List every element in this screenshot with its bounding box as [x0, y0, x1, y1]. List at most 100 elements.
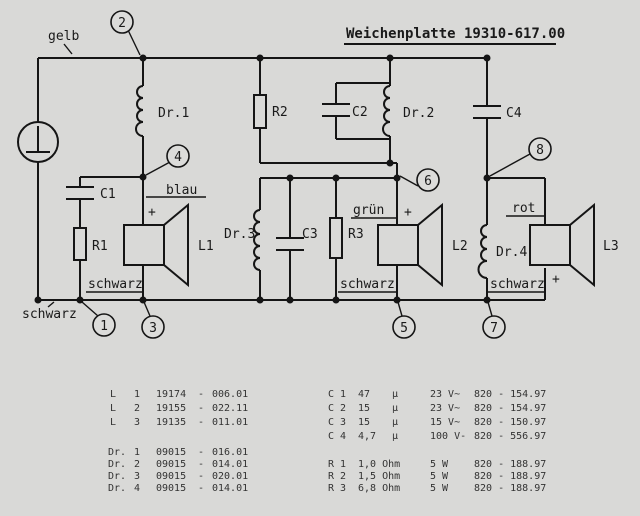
svg-text:-: - — [198, 471, 204, 482]
svg-text:820 - 188.97: 820 - 188.97 — [474, 483, 546, 494]
wire-label-gelb-pointer — [63, 43, 73, 55]
svg-text:-: - — [198, 389, 204, 400]
wire-label-schwarz-input: schwarz — [22, 307, 77, 322]
list-item: Dr. 2 09015 - 014.01 — [108, 459, 248, 470]
node-marker-2: 2 — [110, 10, 141, 56]
inductor-dr2 — [382, 85, 391, 137]
resistor-r2 — [253, 94, 267, 129]
label-dr1: Dr.1 — [158, 106, 189, 121]
svg-text:-: - — [198, 403, 204, 414]
node-marker-6: 6 — [399, 168, 440, 192]
wire-label-schwarz-input-pointer — [47, 301, 55, 308]
svg-text:1: 1 — [134, 447, 140, 458]
polarity-l1: + — [148, 205, 156, 220]
svg-text:µ: µ — [392, 417, 398, 428]
wire-label-gelb: gelb — [48, 29, 79, 44]
svg-text:020.01: 020.01 — [212, 471, 248, 482]
list-item: R 2 1,5 Ohm 5 W 820 - 188.97 — [328, 471, 546, 482]
svg-text:23 V~: 23 V~ — [430, 403, 460, 414]
svg-text:3: 3 — [134, 471, 140, 482]
svg-text:1: 1 — [100, 319, 108, 334]
svg-text:6,8 Ohm: 6,8 Ohm — [358, 483, 400, 494]
capacitor-c1 — [66, 186, 94, 200]
parts-list: L 1 19174 - 006.01 L 2 19155 - 022.11 L … — [108, 389, 546, 494]
svg-text:820 - 188.97: 820 - 188.97 — [474, 459, 546, 470]
svg-text:820 - 188.97: 820 - 188.97 — [474, 471, 546, 482]
svg-text:µ: µ — [392, 403, 398, 414]
svg-text:19174: 19174 — [156, 389, 186, 400]
label-c1: C1 — [100, 187, 116, 202]
svg-text:23 V~: 23 V~ — [430, 389, 460, 400]
svg-text:5: 5 — [400, 321, 408, 336]
svg-text:8: 8 — [536, 143, 544, 158]
svg-text:L: L — [110, 389, 116, 400]
svg-text:µ: µ — [392, 389, 398, 400]
svg-text:-: - — [198, 483, 204, 494]
capacitor-c2 — [322, 103, 350, 117]
svg-text:2: 2 — [134, 403, 140, 414]
wire-label-rot: rot — [512, 201, 535, 216]
svg-text:-: - — [198, 417, 204, 428]
svg-text:15: 15 — [358, 403, 370, 414]
svg-text:1,5 Ohm: 1,5 Ohm — [358, 471, 400, 482]
svg-text:09015: 09015 — [156, 471, 186, 482]
svg-text:3: 3 — [149, 321, 157, 336]
schematic-title: Weichenplatte 19310-617.00 — [346, 26, 565, 42]
junction-dots — [34, 54, 491, 304]
speaker-l1 — [123, 202, 189, 288]
list-item: C 1 47 µ 23 V~ 820 - 154.97 — [328, 389, 546, 400]
svg-text:C 2: C 2 — [328, 403, 346, 414]
svg-text:47: 47 — [358, 389, 370, 400]
node-marker-1: 1 — [81, 301, 116, 337]
svg-text:820 - 556.97: 820 - 556.97 — [474, 431, 546, 442]
node-marker-4: 4 — [145, 144, 190, 176]
label-l1: L1 — [198, 239, 214, 254]
svg-text:820 - 154.97: 820 - 154.97 — [474, 403, 546, 414]
node-marker-5: 5 — [392, 301, 416, 339]
label-r3: R3 — [348, 227, 364, 242]
polarity-l3: + — [552, 272, 560, 287]
input-source-symbol — [17, 121, 59, 163]
svg-text:100 V-: 100 V- — [430, 431, 466, 442]
parts-resistors: R 1 1,0 Ohm 5 W 820 - 188.97 R 2 1,5 Ohm… — [328, 459, 546, 494]
resistor-r3 — [329, 217, 343, 259]
svg-text:Dr.: Dr. — [108, 471, 126, 482]
svg-text:R 2: R 2 — [328, 471, 346, 482]
node-marker-7: 7 — [482, 301, 506, 339]
svg-text:C 4: C 4 — [328, 431, 346, 442]
label-dr4: Dr.4 — [496, 245, 527, 260]
speaker-l2 — [377, 202, 443, 288]
polarity-l2: + — [404, 205, 412, 220]
label-r2: R2 — [272, 105, 288, 120]
svg-text:09015: 09015 — [156, 459, 186, 470]
svg-text:022.11: 022.11 — [212, 403, 248, 414]
inductor-dr1 — [135, 85, 144, 137]
svg-text:µ: µ — [392, 431, 398, 442]
list-item: C 4 4,7 µ 100 V- 820 - 556.97 — [328, 431, 546, 442]
list-item: L 3 19135 - 011.01 — [110, 417, 248, 428]
svg-text:7: 7 — [490, 321, 498, 336]
wire-label-gruen: grün — [353, 203, 384, 218]
label-l3: L3 — [603, 239, 619, 254]
svg-text:4: 4 — [174, 150, 182, 165]
svg-text:2: 2 — [118, 16, 126, 31]
list-item: C 2 15 µ 23 V~ 820 - 154.97 — [328, 403, 546, 414]
parts-capacitors: C 1 47 µ 23 V~ 820 - 154.97 C 2 15 µ 23 … — [328, 389, 546, 442]
svg-text:4: 4 — [134, 483, 140, 494]
list-item: Dr. 4 09015 - 014.01 — [108, 483, 248, 494]
svg-text:6: 6 — [424, 174, 432, 189]
svg-text:011.01: 011.01 — [212, 417, 248, 428]
capacitor-c3 — [276, 237, 304, 251]
speaker-l3 — [529, 202, 595, 288]
node-marker-8: 8 — [489, 137, 552, 177]
list-item: C 3 15 µ 15 V~ 820 - 150.97 — [328, 417, 546, 428]
label-dr3: Dr.3 — [224, 227, 255, 242]
svg-text:2: 2 — [134, 459, 140, 470]
svg-text:820 - 150.97: 820 - 150.97 — [474, 417, 546, 428]
wire-label-schwarz-3: schwarz — [490, 277, 545, 292]
label-c3: C3 — [302, 227, 318, 242]
label-dr2: Dr.2 — [403, 106, 434, 121]
svg-text:1: 1 — [134, 389, 140, 400]
svg-text:Dr.: Dr. — [108, 447, 126, 458]
